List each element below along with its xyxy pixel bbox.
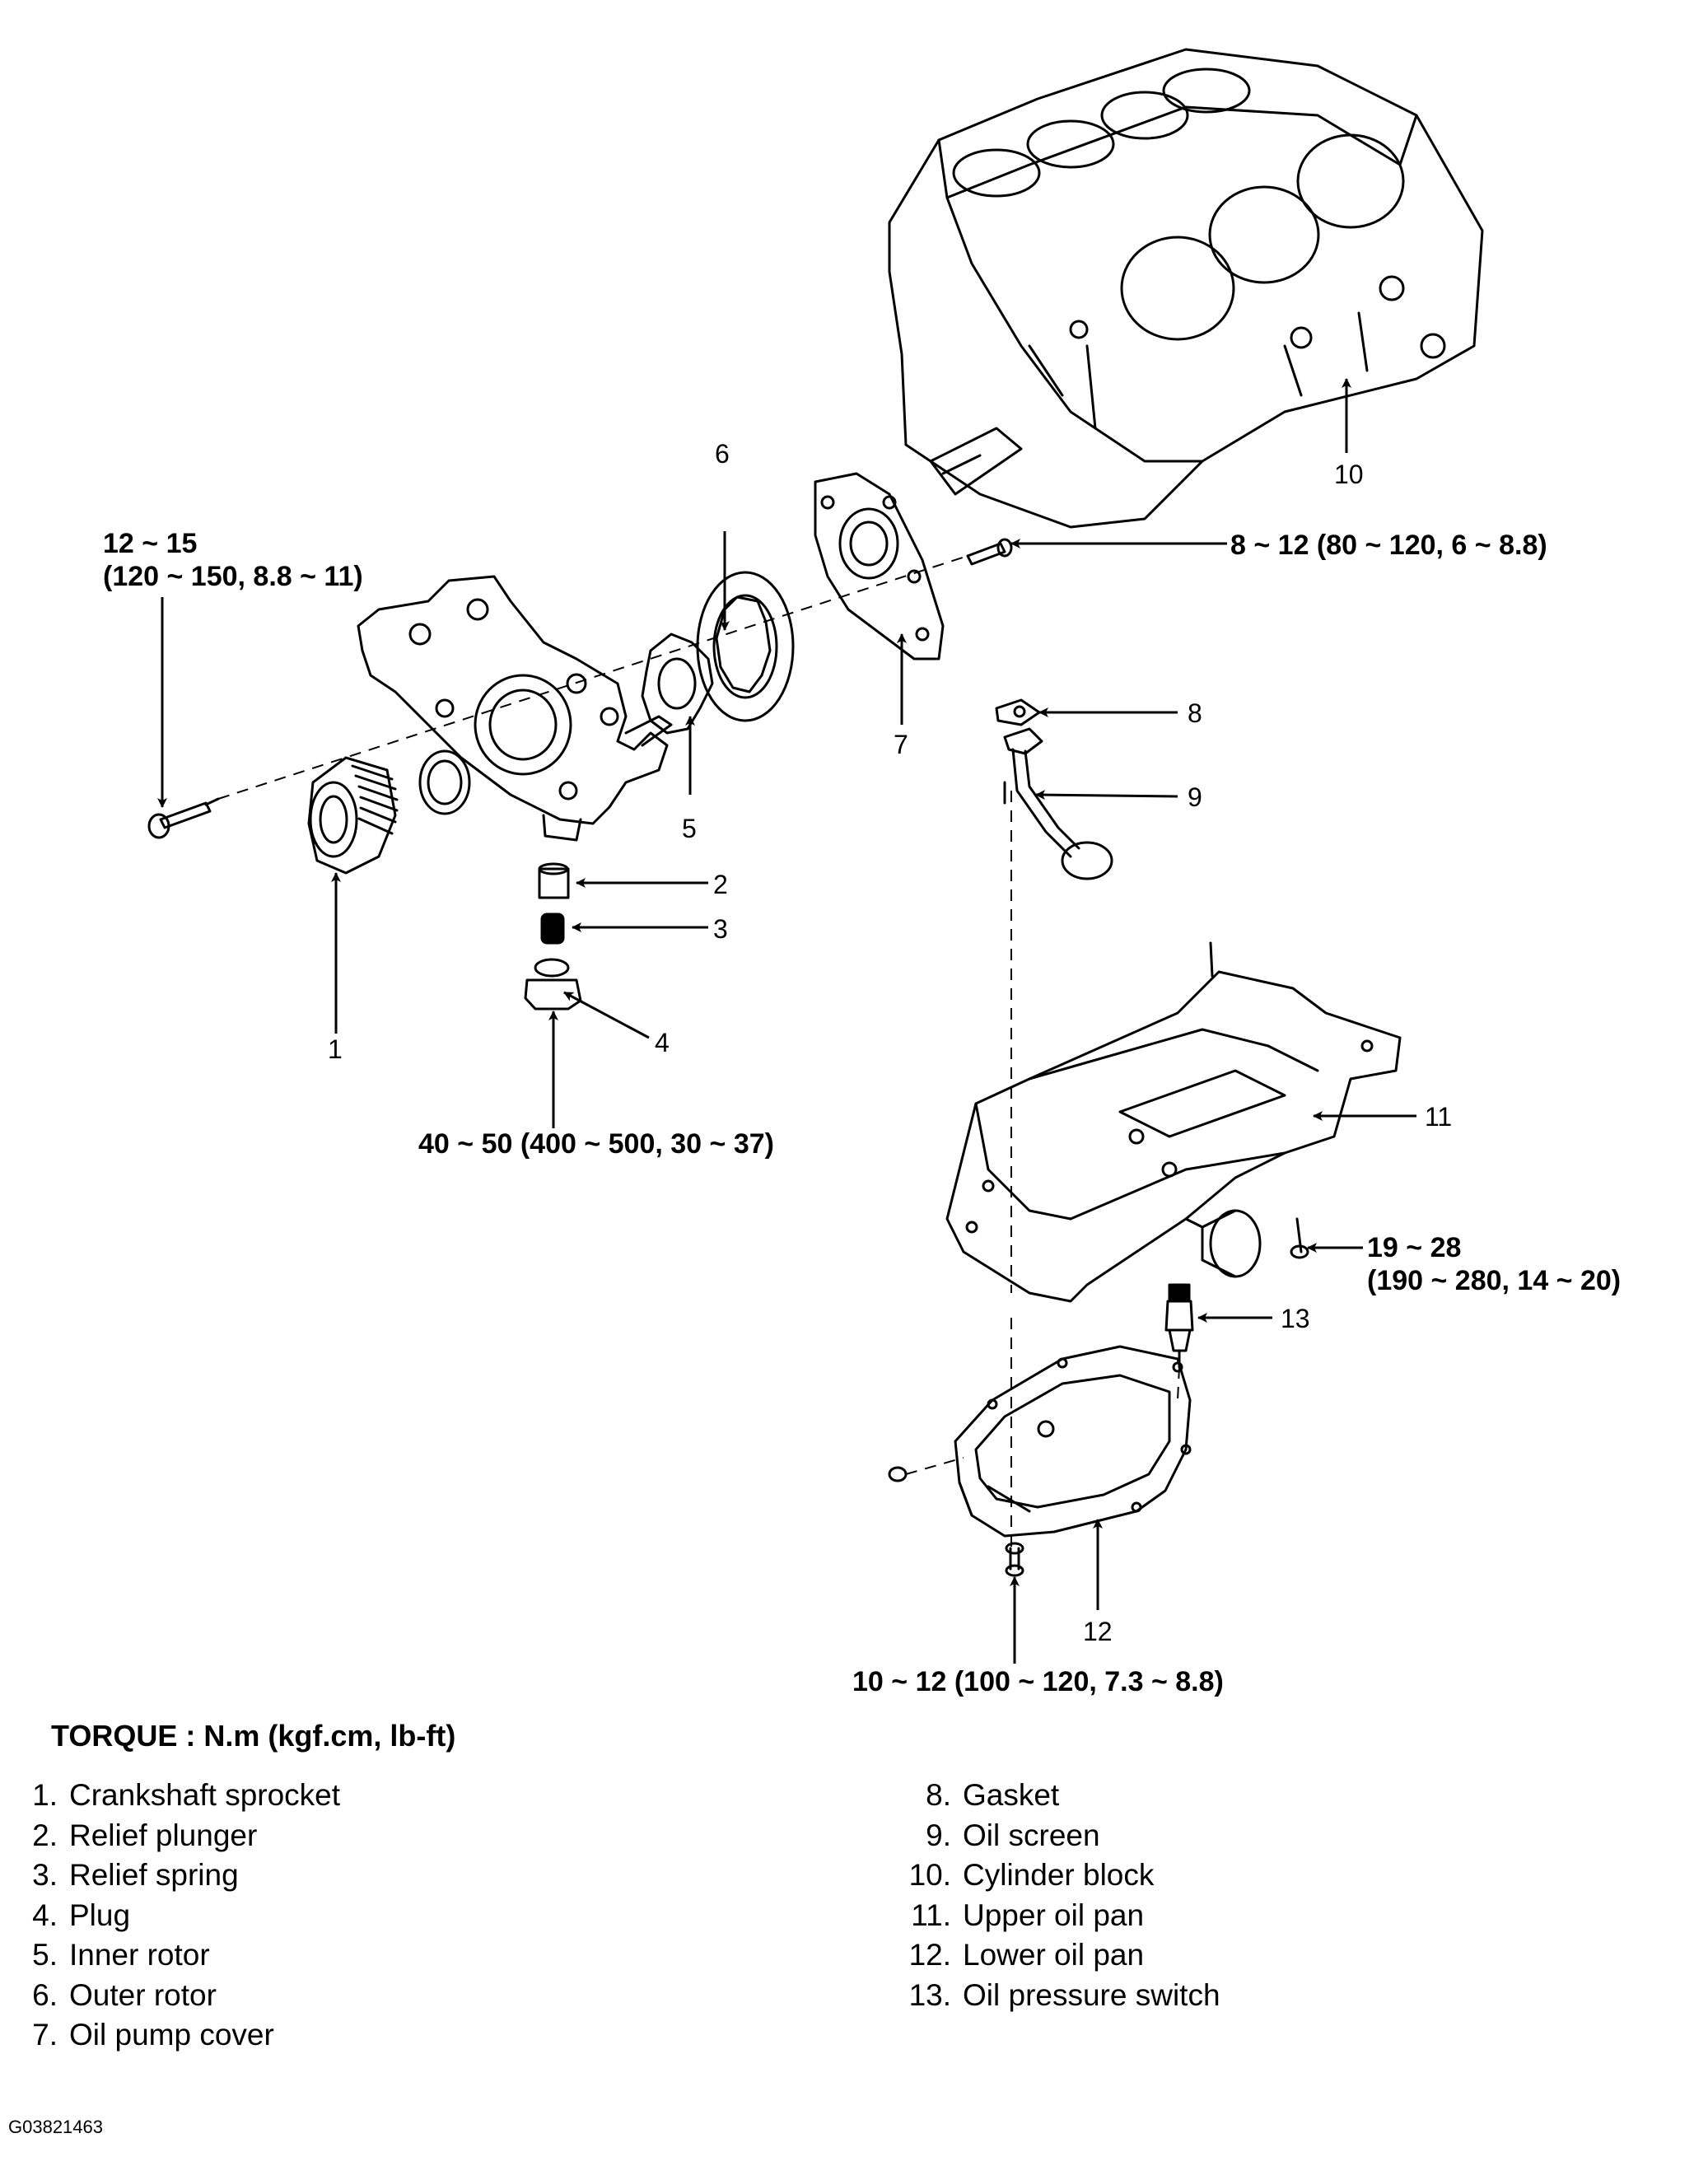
upper-oil-pan-drawing [945, 941, 1402, 1303]
legend-item: 7.Oil pump cover [32, 2018, 274, 2052]
torque-lower-pan: 10 ~ 12 (100 ~ 120, 7.3 ~ 8.8) [852, 1666, 1224, 1697]
lower-oil-pan-drawing [954, 1345, 1192, 1538]
lower-pan-bolt-drawing [1005, 1542, 1024, 1577]
relief-spring-drawing [540, 913, 565, 945]
legend-item: 3.Relief spring [32, 1858, 239, 1892]
crankshaft-sprocket-drawing [307, 756, 399, 875]
torque-upper-pan-1: 19 ~ 28 [1367, 1232, 1462, 1263]
callout-7: 7 [894, 730, 908, 759]
legend-item: 12.Lower oil pan [908, 1938, 1145, 1972]
legend-item: 8.Gasket [926, 1778, 1060, 1812]
legend-item: 13.Oil pressure switch [908, 1977, 1220, 2012]
leader-lines [157, 378, 1416, 1664]
torque-pump-bolt-2: (120 ~ 150, 8.8 ~ 11) [103, 561, 363, 592]
callout-12: 12 [1083, 1617, 1113, 1646]
legend-item: 6.Outer rotor [32, 1977, 217, 2012]
callout-2: 2 [713, 870, 728, 899]
legend-item: 11.Upper oil pan [911, 1898, 1145, 1932]
legend-item: 5.Inner rotor [32, 1938, 210, 1972]
drain-plug-drawing [888, 1466, 908, 1482]
legend-item: 2.Relief plunger [32, 1818, 258, 1852]
legend-item: 9.Oil screen [926, 1818, 1100, 1852]
callout-5: 5 [682, 814, 697, 843]
outer-rotor-drawing [696, 571, 795, 722]
callout-4: 4 [655, 1028, 670, 1057]
leader-4 [563, 991, 650, 1039]
callout-1: 1 [328, 1034, 343, 1064]
torque-cover-bolt: 8 ~ 12 (80 ~ 120, 6 ~ 8.8) [1230, 530, 1547, 561]
torque-title: TORQUE : N.m (kgf.cm, lb-ft) [51, 1719, 456, 1753]
gasket-drawing [995, 698, 1041, 726]
oil-pump-cover-drawing [814, 472, 945, 661]
relief-plunger-drawing [538, 862, 570, 899]
callout-10: 10 [1334, 460, 1364, 489]
callout-9: 9 [1188, 782, 1202, 812]
callout-13: 13 [1281, 1304, 1310, 1333]
torque-upper-pan-2: (190 ~ 280, 14 ~ 20) [1367, 1265, 1622, 1296]
torque-pump-bolt-1: 12 ~ 15 [103, 528, 198, 559]
pan-bolt-drawing [1290, 1217, 1309, 1259]
leader-9 [1035, 790, 1178, 801]
legend-item: 1.Crankshaft sprocket [32, 1778, 341, 1812]
oil-pump-housing-drawing [357, 575, 673, 842]
torque-plug: 40 ~ 50 (400 ~ 500, 30 ~ 37) [418, 1128, 774, 1160]
legend-item: 10.Cylinder block [908, 1858, 1155, 1892]
cover-bolt-drawing [966, 538, 1013, 566]
alignment-lines [217, 555, 1180, 1548]
figure-code: G03821463 [8, 2117, 103, 2137]
pump-bolt-drawing [147, 797, 220, 839]
callout-6: 6 [715, 439, 730, 469]
legend-right: 8.Gasket 9.Oil screen 10.Cylinder block … [881, 1776, 1220, 2015]
oil-screen-drawing [1003, 727, 1113, 880]
legend-item: 4.Plug [32, 1898, 131, 1932]
cylinder-block-drawing [888, 48, 1484, 529]
legend-left: 1.Crankshaft sprocket 2.Relief plunger 3… [8, 1776, 340, 2056]
callout-11: 11 [1425, 1102, 1453, 1132]
plug-drawing [524, 958, 582, 1011]
callout-3: 3 [713, 914, 728, 944]
oil-pressure-switch-drawing [1164, 1283, 1194, 1369]
callout-8: 8 [1188, 698, 1202, 728]
